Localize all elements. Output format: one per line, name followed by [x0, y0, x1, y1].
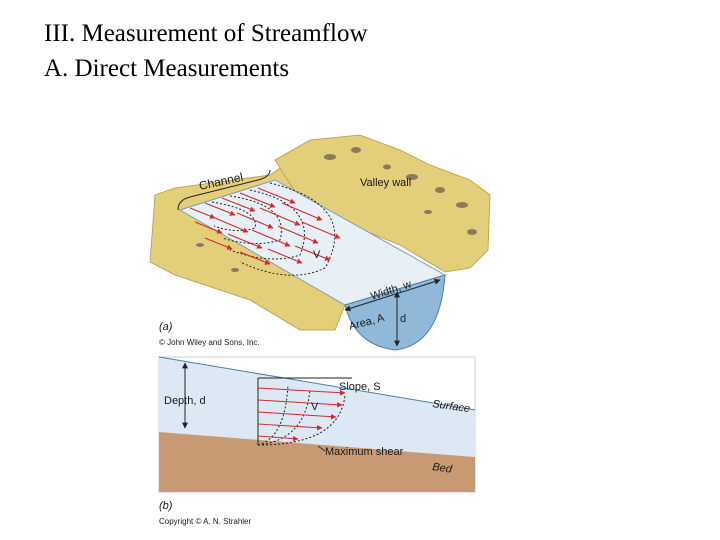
- panel-a-label: (a): [159, 321, 173, 333]
- label-velocity-b: V: [311, 401, 319, 413]
- label-max-shear: Maximum shear: [325, 446, 404, 458]
- label-valley-wall: Valley wall: [360, 177, 411, 189]
- label-depth-a: d: [400, 313, 406, 325]
- panel-b-copyright: Copyright © A. N. Strahler: [159, 517, 251, 526]
- label-depth-b: Depth, d: [164, 395, 206, 407]
- label-slope: Slope, S: [339, 381, 381, 393]
- panel-a: Channel Valley wall V Width, w Area, A d…: [150, 135, 490, 350]
- panel-a-copyright: © John Wiley and Sons, Inc.: [159, 338, 260, 347]
- label-velocity-a: V: [313, 249, 321, 261]
- panel-b: Depth, d Slope, S V Surface Maximum shea…: [159, 357, 475, 526]
- panel-b-label: (b): [159, 500, 173, 512]
